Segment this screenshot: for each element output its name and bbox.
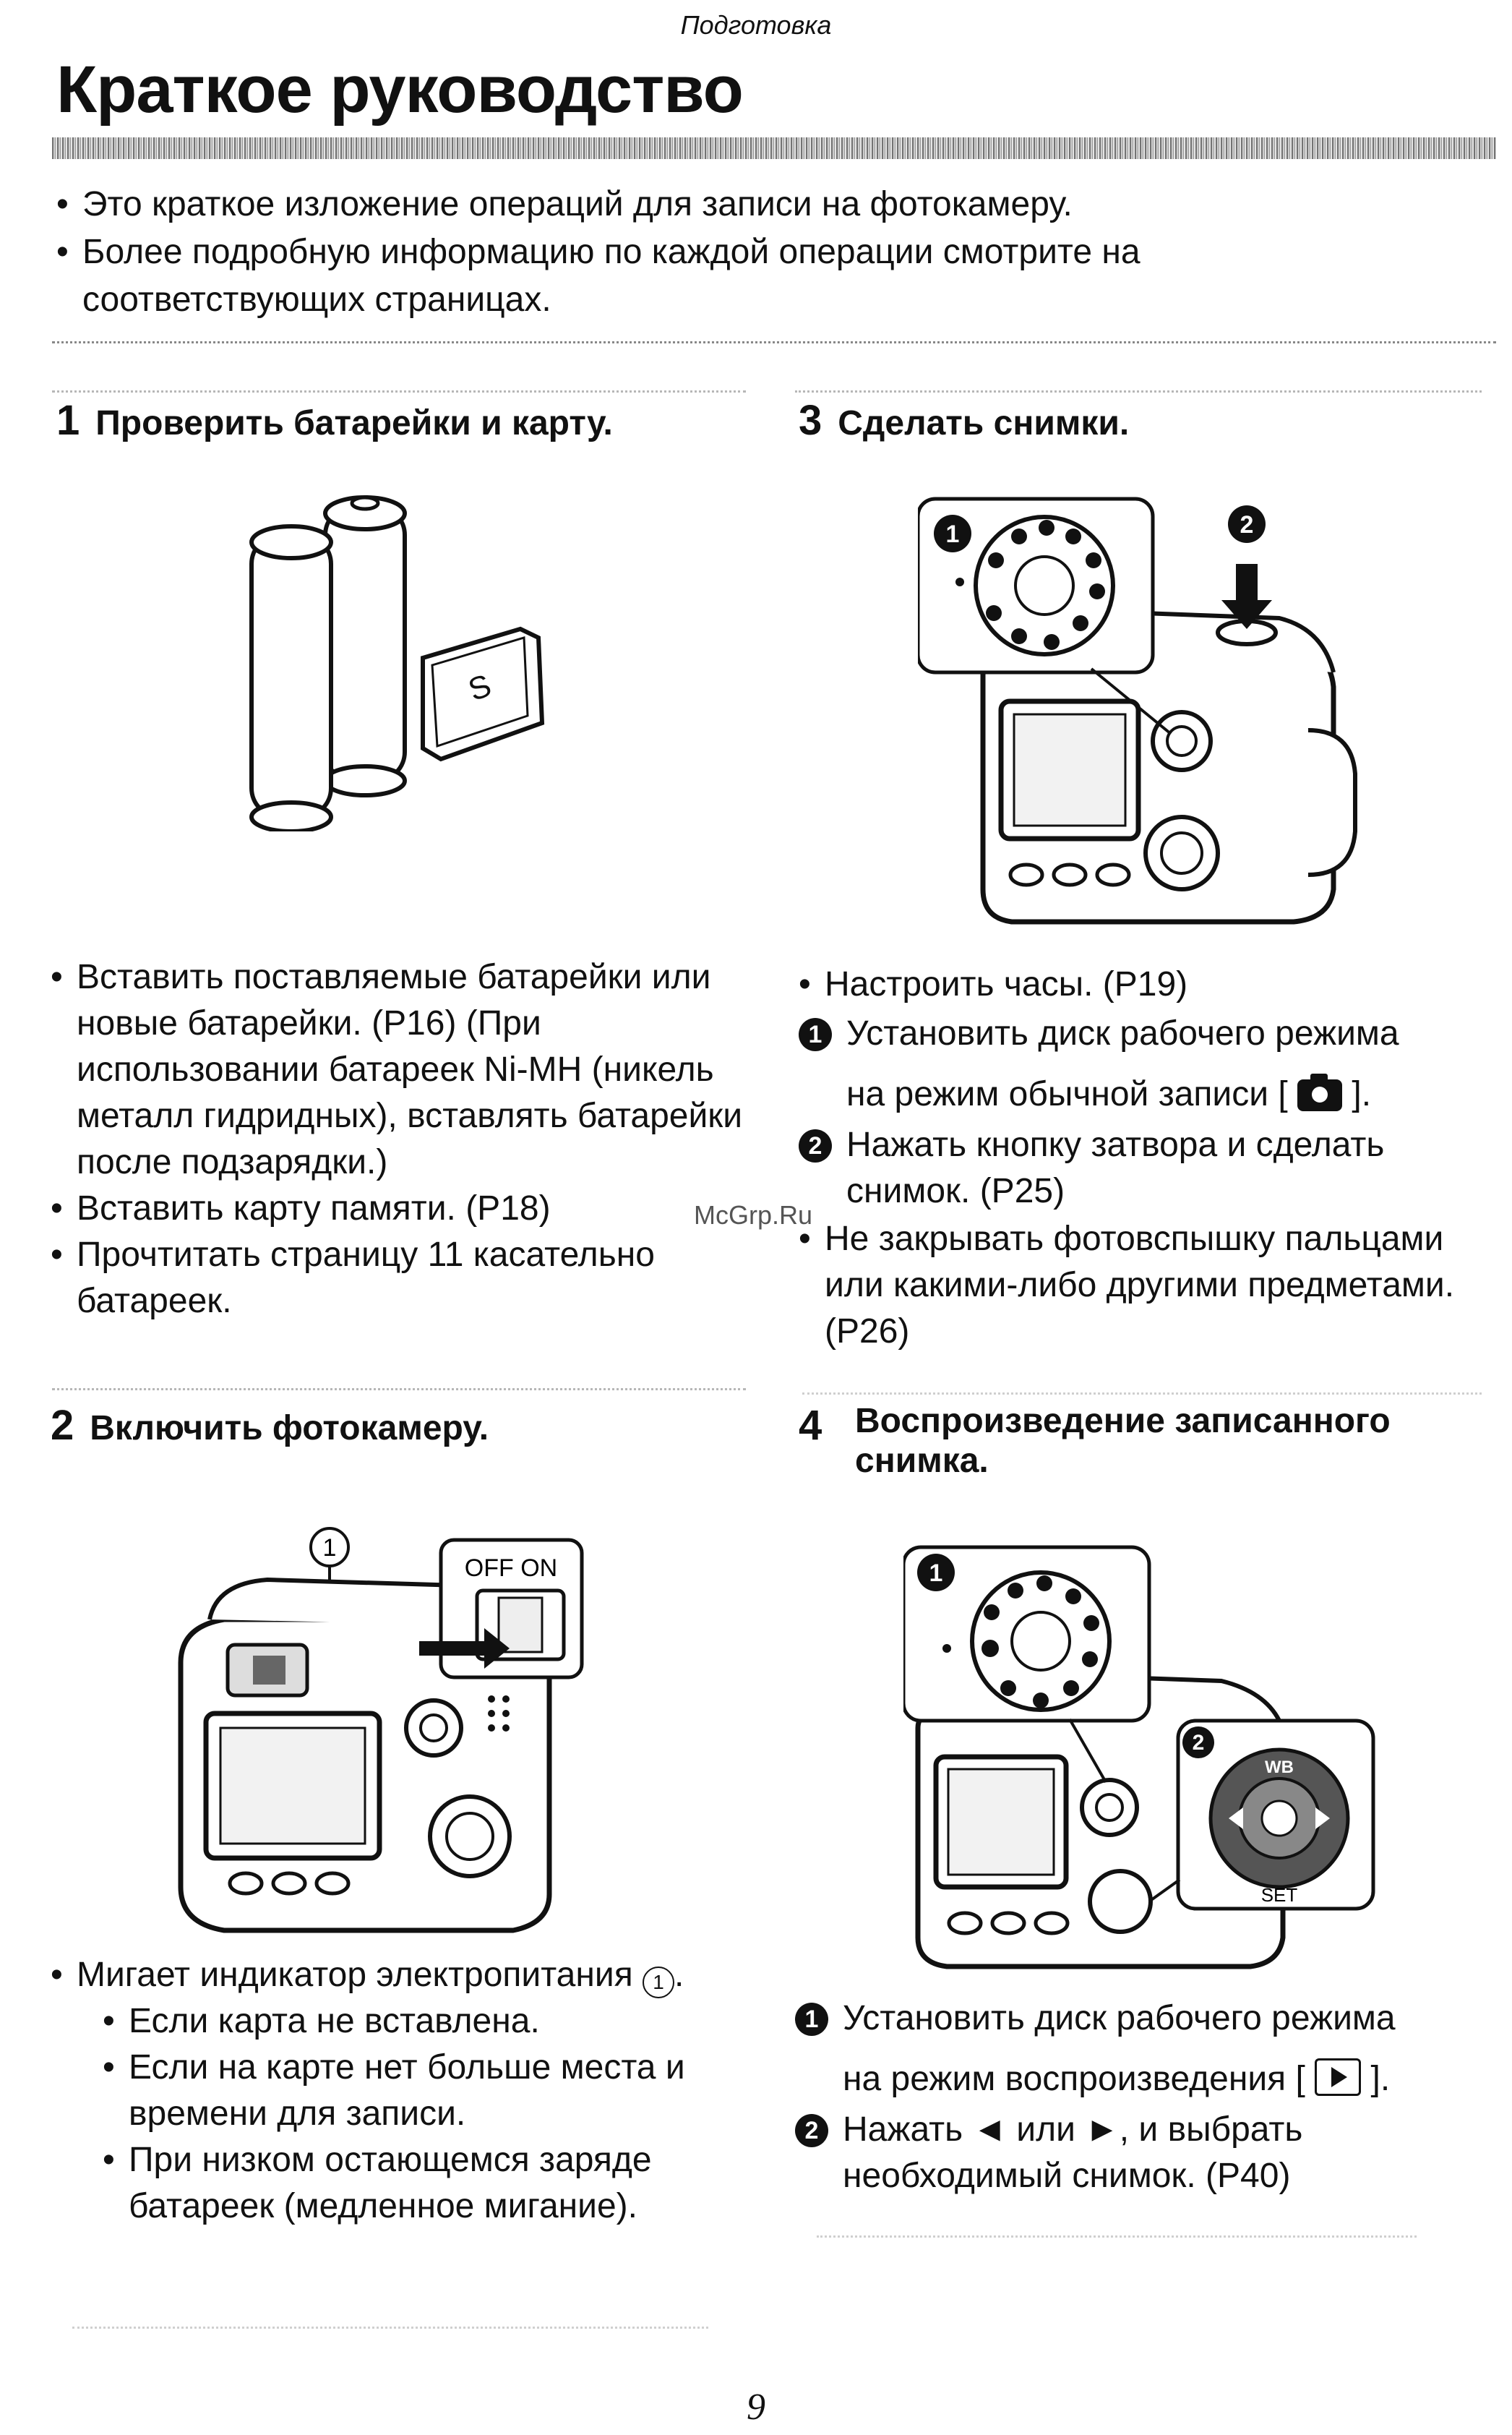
step-3-text: • Настроить часы. (P19) 1 Установить дис… (799, 962, 1492, 1355)
list-item: • Не закрывать фотовспышку пальцами или … (799, 1216, 1492, 1355)
step-4-dial-marker: 1 (929, 1559, 943, 1587)
step-4-text: 1 Установить диск рабочего режима на реж… (795, 1995, 1489, 2199)
batteries-and-card-illustration: S (249, 495, 545, 831)
list-item: • Вставить карту памяти. (P18) (51, 1186, 744, 1232)
list-item: 1 Установить диск рабочего режима (799, 1011, 1492, 1057)
column-divider-top-right (795, 390, 1482, 393)
section-divider (52, 341, 1496, 343)
bullet-icon: • (799, 965, 811, 1003)
step-4-title: 4 Воспроизведение записанного снимка. (799, 1402, 1391, 1480)
step-1-bullets: • Вставить поставляемые батарейки или но… (51, 954, 744, 1325)
list-item: на режим воспроизведения [ ]. (843, 2058, 1391, 2098)
step-marker-icon: 2 (799, 1129, 832, 1163)
bullet-icon: • (56, 233, 69, 271)
camera-power-switch-illustration: 1 OFF ON (178, 1527, 584, 1933)
list-item: 1 Установить диск рабочего режима (795, 1995, 1489, 2042)
bullet-icon: • (51, 1956, 63, 1994)
step-3-shutter-marker: 2 (1240, 511, 1254, 539)
page-number: 9 (747, 2387, 765, 2428)
intro-list: • Это краткое изложение операций для зап… (56, 181, 1326, 324)
column-divider-mid-right (802, 1392, 1482, 1395)
power-indicator-ref: 1 (643, 1967, 675, 1998)
column-divider-bottom-right (817, 2235, 1417, 2238)
list-item: • При низком остающемся заряде батареек … (51, 2137, 744, 2230)
intro-item: • Более подробную информацию по каждой о… (56, 228, 1326, 324)
set-label: SET (1261, 1884, 1298, 1906)
power-indicator-callout: 1 (323, 1534, 337, 1562)
list-item: 2 Нажать ◄ или ►, и выбрать необходимый … (795, 2107, 1489, 2199)
camera-shutter-illustration: 2 1 (918, 497, 1357, 925)
column-divider-top-left (52, 390, 746, 393)
intro-item: • Это краткое изложение операций для зап… (56, 181, 1326, 228)
title-underline-bar (52, 137, 1496, 159)
list-item: • Прочтитать страницу 11 касательно бата… (51, 1232, 744, 1325)
playback-mode-icon (1315, 2058, 1362, 2096)
bullet-icon: • (51, 1236, 63, 1274)
bullet-icon: • (103, 2141, 115, 2179)
bullet-icon: • (103, 2048, 115, 2087)
off-on-switch-label: OFF ON (465, 1554, 557, 1582)
step-3-dial-marker: 1 (946, 521, 960, 548)
list-item: • Если на карте нет больше места и време… (51, 2045, 744, 2137)
watermark: McGrp.Ru (694, 1200, 813, 1230)
bullet-icon: • (56, 185, 69, 223)
list-item: 2 Нажать кнопку затвора и сделать снимок… (799, 1122, 1492, 1215)
camera-playback-illustration: 1 2 WB SET (903, 1545, 1375, 1969)
step-4-pad-marker: 2 (1193, 1731, 1205, 1755)
step-2-bullets: • Мигает индикатор электропитания 1. • Е… (51, 1952, 744, 2230)
list-item: • Если карта не вставлена. (51, 1998, 744, 2045)
page-title: Краткое руководство (56, 53, 744, 127)
list-item: на режим обычной записи [ ]. (846, 1074, 1372, 1113)
bullet-icon: • (51, 958, 63, 996)
step-marker-icon: 1 (799, 1018, 832, 1051)
section-label: Подготовка (680, 10, 832, 40)
list-item: • Настроить часы. (P19) (799, 962, 1492, 1008)
wb-label: WB (1265, 1758, 1294, 1777)
step-marker-icon: 2 (795, 2114, 828, 2147)
column-divider-mid-left (52, 1388, 746, 1390)
column-divider-bottom-left (72, 2327, 708, 2329)
bullet-icon: • (799, 1220, 811, 1258)
step-marker-icon: 1 (795, 2003, 828, 2036)
list-item: • Вставить поставляемые батарейки или но… (51, 954, 744, 1186)
bullet-icon: • (103, 2002, 115, 2040)
bullet-icon: • (51, 1189, 63, 1228)
camera-mode-icon (1297, 1074, 1343, 1111)
list-item: • Мигает индикатор электропитания 1. (51, 1952, 744, 1998)
